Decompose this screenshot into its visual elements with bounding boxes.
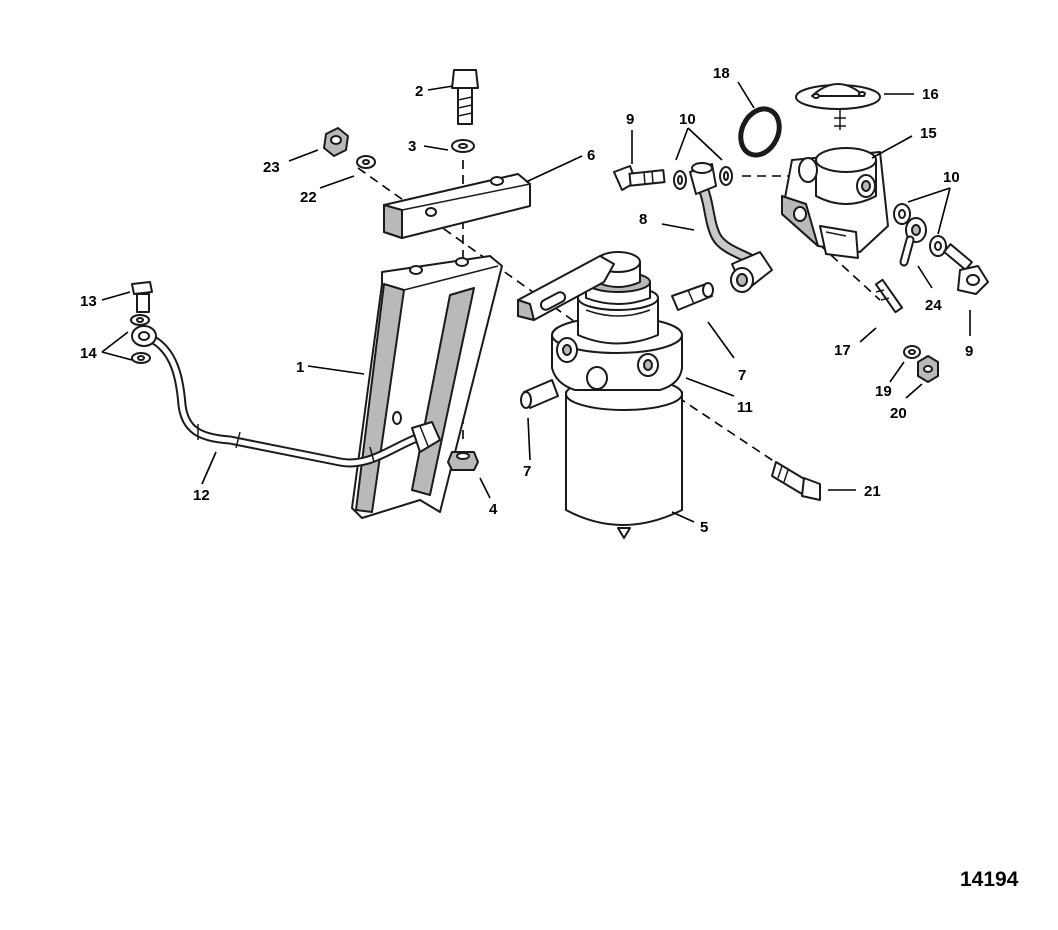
banjo-bolt-9-upper xyxy=(613,165,666,191)
callout-2: 2 xyxy=(415,83,423,100)
callout-10-lower: 10 xyxy=(943,169,960,186)
callout-21: 21 xyxy=(864,483,881,500)
stud-17 xyxy=(874,278,904,314)
nut-23 xyxy=(323,127,349,157)
callout-6: 6 xyxy=(587,147,595,164)
callout-9-lower: 9 xyxy=(965,343,973,360)
nut-20 xyxy=(917,355,939,383)
callout-11: 11 xyxy=(737,399,753,416)
fuel-hose-8 xyxy=(689,162,773,293)
callout-22: 22 xyxy=(300,189,317,206)
callout-16: 16 xyxy=(922,86,939,103)
callout-13: 13 xyxy=(80,293,97,310)
fitting-7-lower xyxy=(520,379,559,409)
nut-4 xyxy=(447,451,479,471)
callout-15: 15 xyxy=(920,125,937,142)
fuel-line-12 xyxy=(145,333,441,468)
callout-23: 23 xyxy=(263,159,280,176)
washers-10-lower xyxy=(893,203,947,257)
callout-9-upper: 9 xyxy=(626,111,634,128)
callout-10-upper: 10 xyxy=(679,111,696,128)
callout-1: 1 xyxy=(296,359,304,376)
bolt-2 xyxy=(451,69,479,125)
pump-cover-16 xyxy=(795,83,881,130)
callout-8: 8 xyxy=(639,211,647,228)
o-ring-18 xyxy=(738,106,782,158)
callout-17: 17 xyxy=(834,342,851,359)
callout-24: 24 xyxy=(925,297,942,314)
figure-number: 14194 xyxy=(960,868,1019,891)
callout-5: 5 xyxy=(700,519,708,536)
callout-12: 12 xyxy=(193,487,210,504)
washers-14 xyxy=(130,314,157,364)
washer-19 xyxy=(903,345,921,359)
upper-bracket xyxy=(383,173,531,239)
washers-10-upper xyxy=(673,166,733,190)
banjo-fitting-24 xyxy=(899,217,927,267)
banjo-bolt-9-lower xyxy=(943,243,989,295)
filter-mounting-tab xyxy=(517,255,615,321)
callout-14: 14 xyxy=(80,345,97,362)
fuel-pump-15 xyxy=(781,147,889,259)
callout-3: 3 xyxy=(408,138,416,155)
callout-19: 19 xyxy=(875,383,892,400)
callout-7-upper: 7 xyxy=(738,367,746,384)
callout-18: 18 xyxy=(713,65,730,82)
callout-labels: 1 2 3 4 5 6 7 7 8 9 9 10 10 11 12 13 14 … xyxy=(80,65,973,536)
washer-22 xyxy=(356,155,376,169)
leader-lines xyxy=(101,81,971,523)
fitting-7-upper xyxy=(671,282,714,311)
callout-7-lower: 7 xyxy=(523,463,531,480)
filter-canister-5 xyxy=(565,377,683,539)
bolt-21 xyxy=(771,461,821,501)
washer-3 xyxy=(451,139,475,153)
banjo-bolt-13 xyxy=(131,281,153,313)
callout-4: 4 xyxy=(489,501,498,518)
callout-20: 20 xyxy=(890,405,907,422)
